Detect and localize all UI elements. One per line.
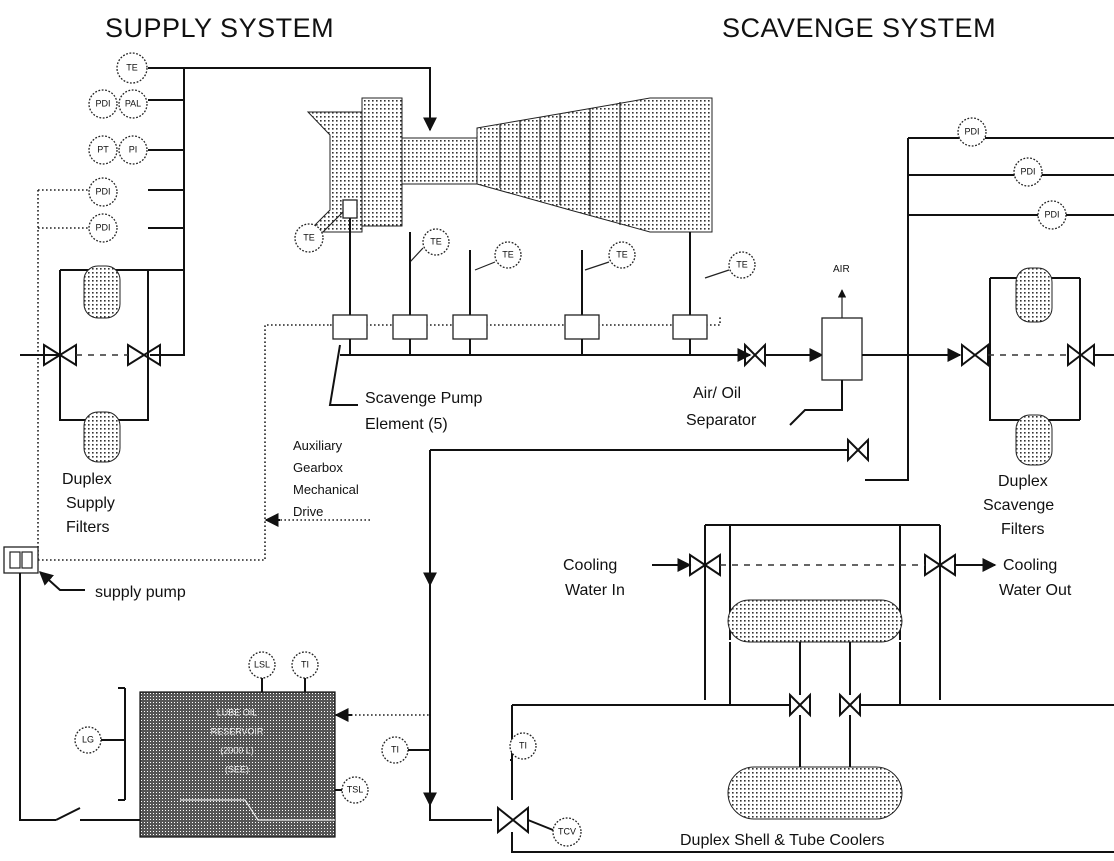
- auxiliary-gearbox-drive: Auxiliary Gearbox Mechanical Drive: [264, 438, 370, 527]
- svg-text:Cooling: Cooling: [1003, 557, 1057, 574]
- svg-text:Water In: Water In: [565, 582, 625, 599]
- return-supply-line: TI: [381, 437, 869, 821]
- scavenge-system-title: SCAVENGE SYSTEM: [722, 13, 996, 43]
- supply-pump: supply pump: [3, 324, 330, 821]
- svg-text:TI: TI: [301, 659, 309, 669]
- engine-temperature-elements: TE TE TE TE TE: [294, 199, 756, 279]
- svg-text:LUBE OIL: LUBE OIL: [217, 707, 258, 717]
- supply-instrument-bubbles: TE PDI PAL PT PI PDI PDI: [88, 52, 148, 243]
- lube-oil-reservoir: LUBE OIL RESERVOIR (2000 L) (SEE) LSL TI…: [55, 651, 430, 838]
- svg-text:TE: TE: [303, 232, 315, 242]
- svg-text:TI: TI: [519, 740, 527, 750]
- svg-text:Scavenge: Scavenge: [983, 497, 1054, 514]
- supply-return-line: [37, 189, 100, 560]
- svg-text:PDI: PDI: [1044, 209, 1059, 219]
- svg-text:Duplex: Duplex: [62, 471, 112, 488]
- svg-text:TE: TE: [430, 236, 442, 246]
- svg-text:TE: TE: [616, 249, 628, 259]
- svg-text:AIR: AIR: [833, 264, 850, 275]
- svg-text:Duplex: Duplex: [998, 473, 1048, 490]
- svg-text:Drive: Drive: [293, 504, 323, 519]
- svg-text:TE: TE: [736, 259, 748, 269]
- svg-text:LSL: LSL: [254, 659, 270, 669]
- duplex-supply-filters: Duplex Supply Filters: [20, 265, 185, 536]
- svg-text:TCV: TCV: [558, 826, 576, 836]
- svg-text:PDI: PDI: [95, 98, 110, 108]
- svg-text:PAL: PAL: [125, 98, 141, 108]
- svg-text:PI: PI: [129, 144, 138, 154]
- svg-text:(SEE): (SEE): [225, 764, 249, 774]
- scavenge-instruments: PDI PDI PDI: [865, 117, 1114, 481]
- scavenge-pump-elements: Scavenge Pump Element (5): [328, 218, 824, 433]
- svg-text:TSL: TSL: [347, 784, 364, 794]
- supply-to-engine-line: [148, 67, 437, 132]
- air-oil-separator: AIR Air/ Oil Separator: [686, 264, 962, 429]
- svg-text:Mechanical: Mechanical: [293, 482, 359, 497]
- duplex-shell-tube-coolers: TI TCV Cooling Water In Cooling Water Ou…: [497, 524, 1114, 853]
- svg-text:(2000 L): (2000 L): [220, 745, 254, 755]
- svg-text:Water Out: Water Out: [999, 582, 1072, 599]
- svg-text:PDI: PDI: [964, 126, 979, 136]
- svg-text:Scavenge Pump: Scavenge Pump: [365, 390, 483, 407]
- duplex-scavenge-filters: Duplex Scavenge Filters: [961, 267, 1114, 538]
- svg-text:Filters: Filters: [66, 519, 110, 536]
- svg-text:TE: TE: [126, 62, 138, 72]
- svg-text:TE: TE: [502, 249, 514, 259]
- supply-system-title: SUPPLY SYSTEM: [105, 13, 334, 43]
- svg-text:PDI: PDI: [1020, 166, 1035, 176]
- svg-text:Gearbox: Gearbox: [293, 460, 343, 475]
- gas-turbine-engine: [306, 97, 713, 233]
- svg-text:Auxiliary: Auxiliary: [293, 438, 343, 453]
- svg-text:Supply: Supply: [66, 495, 115, 512]
- svg-text:supply pump: supply pump: [95, 584, 186, 601]
- svg-text:PDI: PDI: [95, 186, 110, 196]
- svg-text:TI: TI: [391, 744, 399, 754]
- svg-text:PDI: PDI: [95, 222, 110, 232]
- svg-text:RESERVOIR: RESERVOIR: [211, 726, 264, 736]
- svg-text:Cooling: Cooling: [563, 557, 617, 574]
- svg-text:Separator: Separator: [686, 412, 757, 429]
- svg-text:Filters: Filters: [1001, 521, 1045, 538]
- svg-text:Air/ Oil: Air/ Oil: [693, 385, 741, 402]
- svg-text:Duplex Shell & Tube Coolers: Duplex Shell & Tube Coolers: [680, 832, 885, 849]
- svg-text:LG: LG: [82, 734, 94, 744]
- instrument-taps: [148, 99, 184, 229]
- svg-text:PT: PT: [97, 144, 109, 154]
- svg-text:Element (5): Element (5): [365, 416, 448, 433]
